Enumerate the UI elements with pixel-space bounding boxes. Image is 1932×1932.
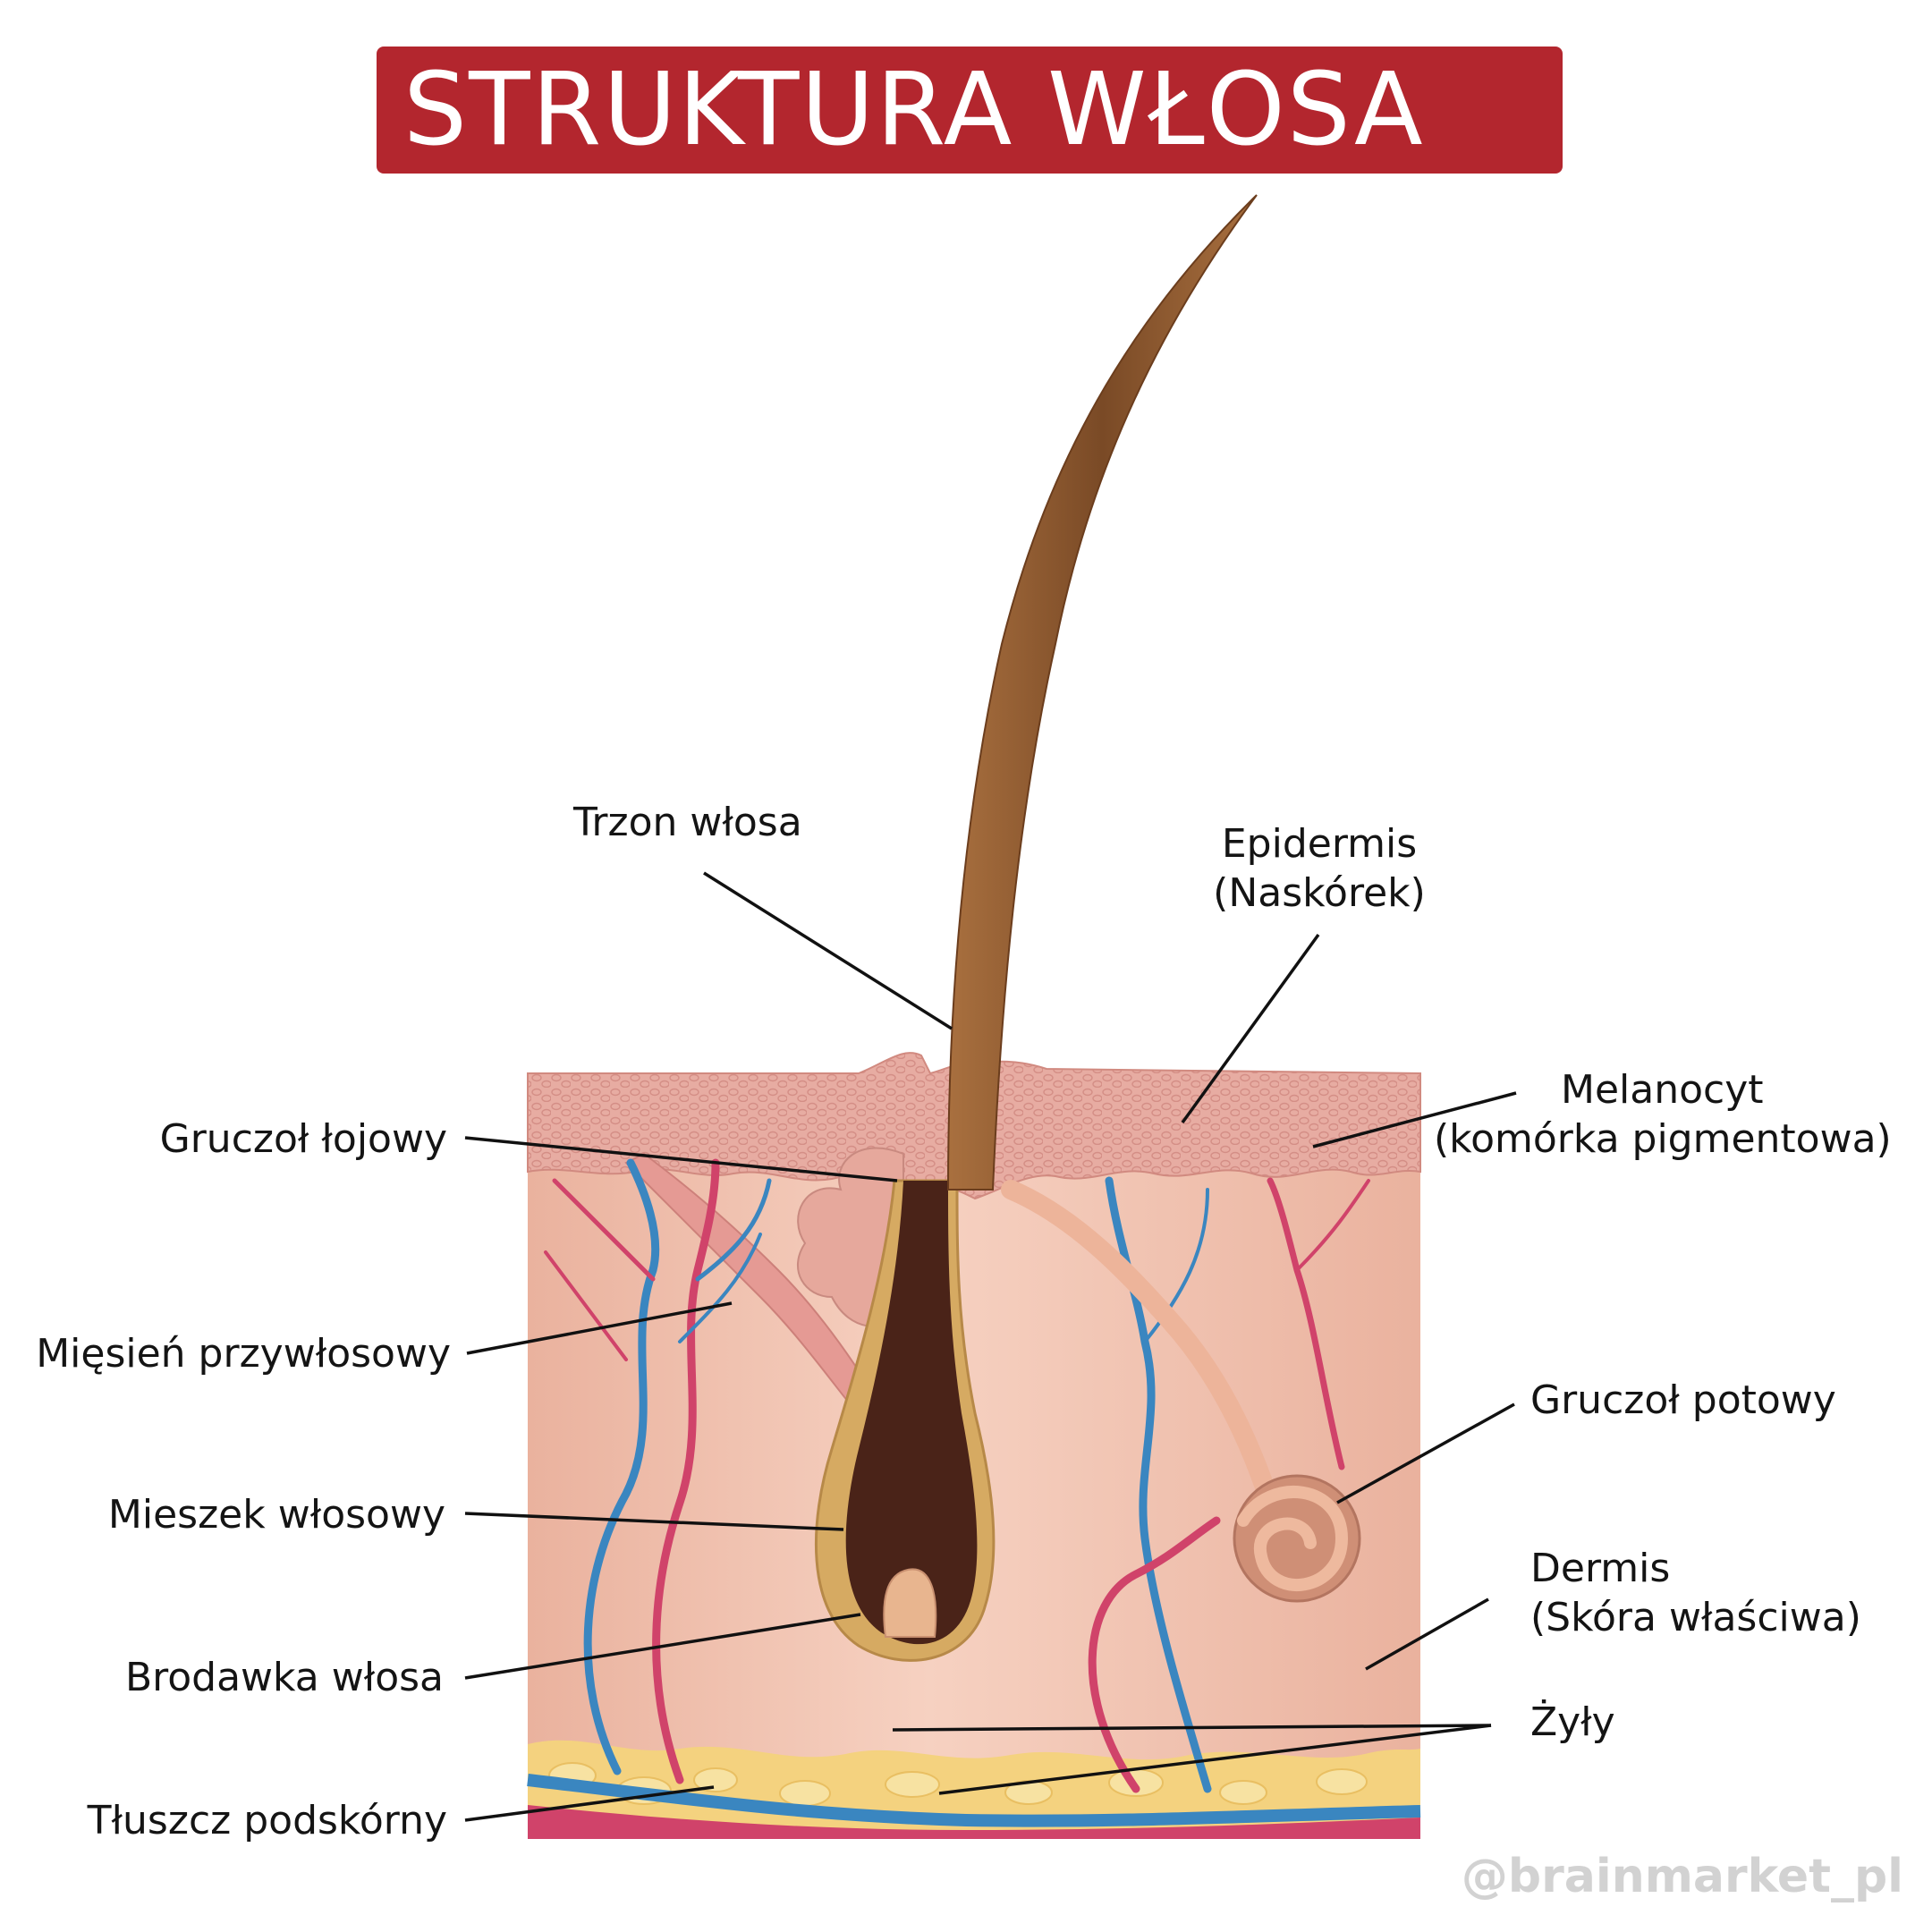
- hair-root: [845, 1181, 978, 1645]
- label-melanocyt-line1: Melanocyt: [1561, 1067, 1764, 1113]
- title-banner: STRUKTURA WŁOSA: [377, 47, 1563, 174]
- label-gruczol-lojowy: Gruczoł łojowy: [160, 1116, 447, 1162]
- leader-lines: [464, 871, 1517, 1822]
- left-vessels: [544, 1158, 772, 1784]
- label-brodawka-wlosa: Brodawka włosa: [125, 1655, 444, 1700]
- label-mieszek-wlosowy: Mieszek włosowy: [108, 1492, 445, 1538]
- sweat-gland-duct: [1001, 1180, 1280, 1513]
- label-dermis-line1: Dermis: [1530, 1546, 1670, 1591]
- label-epidermis-line2: (Naskórek): [1213, 870, 1426, 916]
- page-title: STRUKTURA WŁOSA: [403, 52, 1425, 168]
- label-tluszcz-podskorny: Tłuszcz podskórny: [87, 1798, 447, 1843]
- label-gruczol-potowy: Gruczoł potowy: [1530, 1377, 1836, 1423]
- hair-papilla: [883, 1568, 937, 1638]
- bottom-vein-blue: [527, 1774, 1421, 1827]
- label-trzon: Trzon włosa: [572, 800, 802, 845]
- watermark: @brainmarket_pl: [1462, 1850, 1903, 1903]
- label-dermis-line2: (Skóra właściwa): [1530, 1595, 1861, 1640]
- sweat-gland-tubule: [1237, 1486, 1349, 1591]
- label-miesien-przywlosowy: Mięsień przywłosowy: [36, 1331, 451, 1377]
- label-zyly: Żyły: [1530, 1699, 1615, 1745]
- label-melanocyt-line2: (komórka pigmentowa): [1434, 1116, 1892, 1162]
- hair-shaft: [946, 194, 1258, 1191]
- label-epidermis-line1: Epidermis: [1222, 821, 1417, 867]
- bottom-vein-red: [528, 1805, 1420, 1839]
